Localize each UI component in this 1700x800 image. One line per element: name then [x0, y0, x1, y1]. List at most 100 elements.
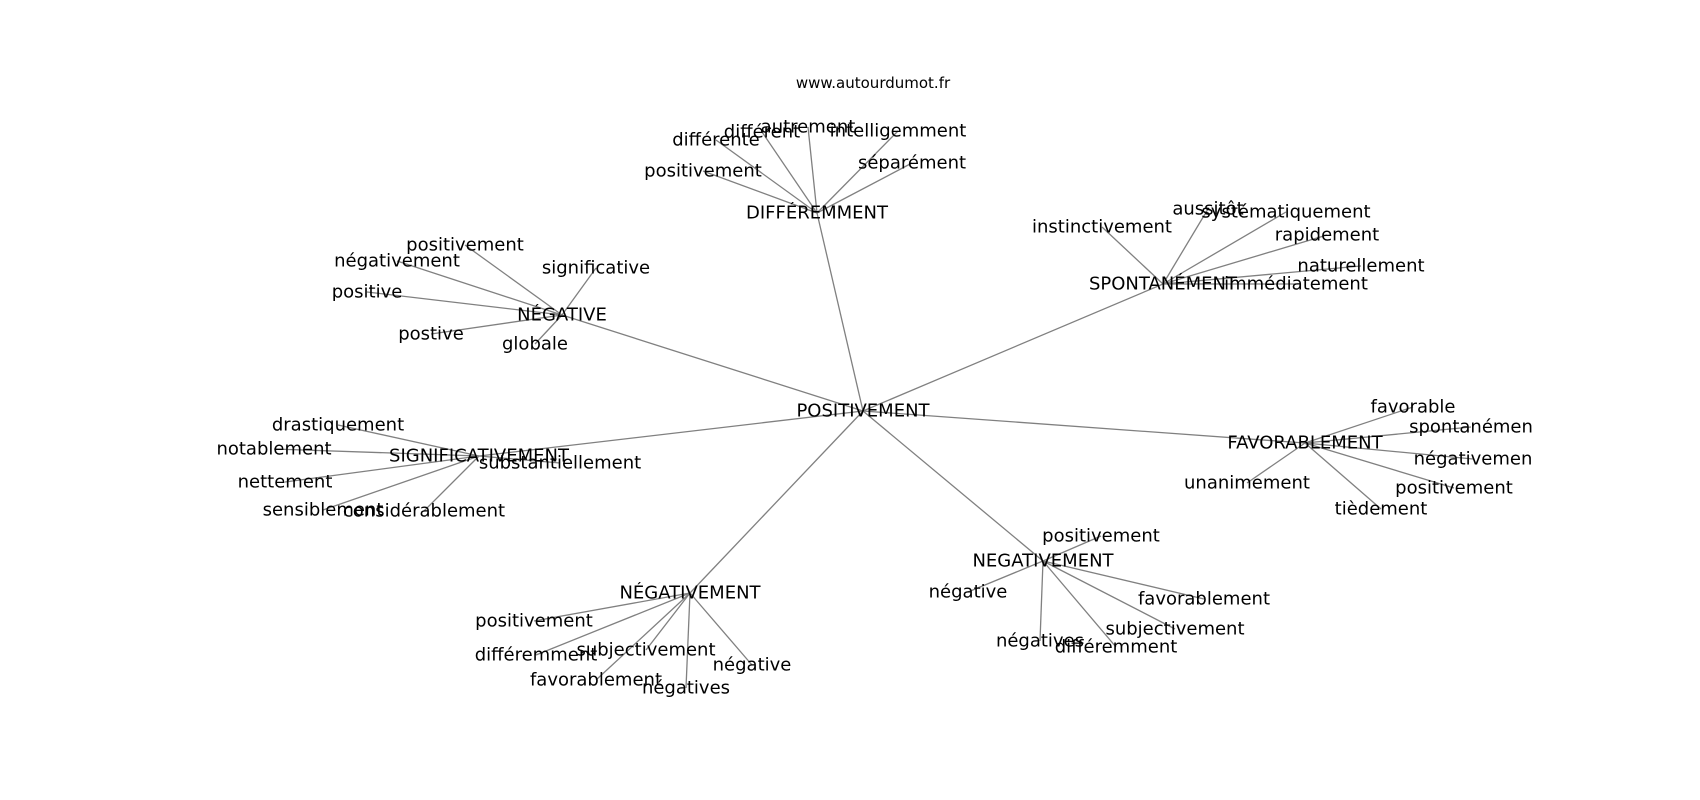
edge-favorable-leaf-3: [1304, 442, 1455, 489]
leaf-node-favorable-0[interactable]: favorable: [1371, 397, 1456, 418]
watermark: www.autourdumot.fr: [796, 74, 951, 92]
edge-negative-leaf-3: [366, 291, 563, 316]
leaf-node-difference-0[interactable]: différente: [672, 130, 760, 151]
leaf-node-negative-4[interactable]: postive: [398, 324, 464, 345]
leaf-node-negativement_acc-1[interactable]: différemment: [475, 645, 598, 666]
leaf-node-significatif-0[interactable]: drastiquement: [272, 415, 404, 436]
edge-negativement_plain-leaf-3: [1042, 560, 1176, 630]
edge-negativement_acc-leaf-5: [685, 592, 691, 689]
cluster-node-favorable[interactable]: FAVORABLEMENT: [1227, 433, 1383, 454]
edge-significatif-leaf-5: [423, 455, 480, 512]
edge-significatif-leaf-1: [273, 448, 480, 457]
edge-difference-leaf-4: [816, 162, 913, 214]
leaf-node-negative-0[interactable]: positivement: [406, 235, 524, 256]
leaf-node-favorable-1[interactable]: spontanémen: [1409, 417, 1533, 438]
edge-significatif-leaf-0: [337, 424, 480, 457]
leaf-node-negativement_plain-3[interactable]: subjectivement: [1105, 619, 1244, 640]
edge-spontane-leaf-0: [1101, 226, 1164, 285]
edge-favorable-leaf-1: [1304, 426, 1472, 444]
leaf-node-spontane-0[interactable]: instinctivement: [1032, 217, 1172, 238]
leaf-node-negativement_acc-4[interactable]: favorablement: [530, 670, 662, 691]
edge-significatif-leaf-3: [284, 455, 480, 483]
edge-significatif-leaf-4: [322, 455, 480, 511]
cluster-node-negativement_acc[interactable]: NÉGATIVEMENT: [619, 582, 761, 604]
leaf-node-negativement_plain-4[interactable]: négatives: [996, 631, 1084, 652]
leaf-node-significatif-4[interactable]: sensiblement: [263, 500, 384, 521]
edge-difference-leaf-0: [715, 139, 818, 214]
leaf-node-significatif-5[interactable]: considérablement: [343, 501, 505, 522]
edge-negative-leaf-4: [430, 314, 563, 335]
leaf-node-significatif-3[interactable]: nettement: [238, 472, 333, 493]
leaf-node-favorable-2[interactable]: négativemen: [1414, 449, 1533, 470]
edge-negativement_acc-leaf-4: [595, 592, 691, 681]
cluster-node-significatif[interactable]: SIGNIFICATIVEMENT: [389, 446, 570, 467]
edge-negativement_plain-leaf-0: [1042, 535, 1102, 562]
edges: [273, 126, 1474, 689]
cluster-node-negative[interactable]: NÉGATIVE: [517, 304, 607, 326]
leaf-node-negativement_plain-2[interactable]: favorablement: [1138, 589, 1270, 610]
edge-negativement_plain-leaf-5: [1042, 560, 1117, 648]
leaf-node-spontane-5[interactable]: immédiatement: [1224, 274, 1368, 295]
leaf-node-spontane-2[interactable]: systématiquement: [1201, 202, 1370, 223]
leaf-node-significatif-1[interactable]: notablement: [216, 439, 331, 460]
edge-negativement_plain-leaf-1: [967, 560, 1044, 593]
leaf-node-negative-1[interactable]: négativement: [334, 251, 460, 272]
edge-favorable-leaf-4: [1304, 442, 1382, 510]
cluster-node-spontane[interactable]: SPONTANÉMENT: [1089, 273, 1238, 295]
leaf-node-negative-3[interactable]: positive: [332, 282, 403, 303]
leaf-node-difference-3[interactable]: intelligemment: [830, 121, 967, 142]
leaf-node-difference-4[interactable]: séparément: [858, 153, 966, 174]
edge-difference-leaf-1: [761, 131, 818, 214]
leaf-node-spontane-4[interactable]: naturellement: [1297, 256, 1424, 277]
edge-negativement_acc-leaf-3: [689, 592, 753, 666]
edge-center-spontane: [862, 283, 1164, 412]
leaf-node-spontane-1[interactable]: aussitôt: [1172, 199, 1243, 220]
word-labels: POSITIVEMENTDIFFÉREMMENTdifférentediffér…: [216, 117, 1532, 699]
leaf-node-negativement_acc-3[interactable]: négative: [713, 655, 792, 676]
leaf-node-significatif-2[interactable]: substantiellement: [479, 453, 641, 474]
edge-spontane-leaf-4: [1162, 265, 1362, 285]
edge-difference-leaf-2: [807, 126, 818, 214]
center-node[interactable]: POSITIVEMENT: [796, 401, 930, 422]
edge-difference-leaf-5: [702, 170, 818, 214]
leaf-node-negativement_plain-5[interactable]: différemment: [1055, 637, 1178, 658]
edge-negativement_acc-leaf-0: [533, 592, 691, 622]
edge-negative-leaf-0: [464, 244, 563, 316]
edge-significatif-leaf-2: [478, 455, 561, 464]
leaf-node-difference-2[interactable]: autrement: [761, 117, 856, 138]
edge-negativement_plain-leaf-4: [1039, 560, 1044, 642]
edge-spontane-leaf-3: [1162, 234, 1328, 285]
edge-negative-leaf-2: [561, 267, 597, 316]
edge-center-negativement_acc: [689, 410, 864, 594]
leaf-node-favorable-4[interactable]: tièdement: [1335, 499, 1428, 520]
edge-negativement_plain-leaf-2: [1042, 560, 1205, 600]
leaf-node-negative-5[interactable]: globale: [502, 334, 568, 355]
edge-spontane-leaf-1: [1162, 208, 1209, 285]
edge-negativement_acc-leaf-2: [645, 592, 691, 651]
edge-spontane-leaf-2: [1162, 211, 1287, 285]
leaf-node-negativement_acc-2[interactable]: subjectivement: [576, 640, 715, 661]
cluster-node-negativement_plain[interactable]: NEGATIVEMENT: [972, 551, 1114, 572]
edge-center-negative: [561, 314, 864, 412]
leaf-node-difference-1[interactable]: différent: [724, 122, 800, 143]
leaf-node-difference-5[interactable]: positivement: [644, 161, 762, 182]
edge-center-negativement_plain: [862, 410, 1044, 562]
edge-favorable-leaf-5: [1246, 442, 1306, 484]
leaf-node-spontane-3[interactable]: rapidement: [1275, 225, 1379, 246]
edge-center-favorable: [862, 410, 1306, 444]
leaf-node-negativement_acc-0[interactable]: positivement: [475, 611, 593, 632]
edge-center-significatif: [478, 410, 864, 457]
leaf-node-favorable-5[interactable]: unanimement: [1184, 473, 1310, 494]
edge-negative-leaf-1: [396, 260, 563, 316]
leaf-node-negativement_plain-1[interactable]: négative: [929, 582, 1008, 603]
leaf-node-negativement_acc-5[interactable]: négatives: [642, 678, 730, 699]
leaf-node-negative-2[interactable]: significative: [542, 258, 650, 279]
cluster-node-difference[interactable]: DIFFÉREMMENT: [746, 202, 889, 224]
edge-center-difference: [816, 212, 864, 412]
edge-difference-leaf-3: [816, 130, 899, 214]
edge-favorable-leaf-0: [1304, 406, 1414, 444]
leaf-node-negativement_plain-0[interactable]: positivement: [1042, 526, 1160, 547]
leaf-node-favorable-3[interactable]: positivement: [1395, 478, 1513, 499]
edge-negativement_acc-leaf-1: [535, 592, 691, 656]
